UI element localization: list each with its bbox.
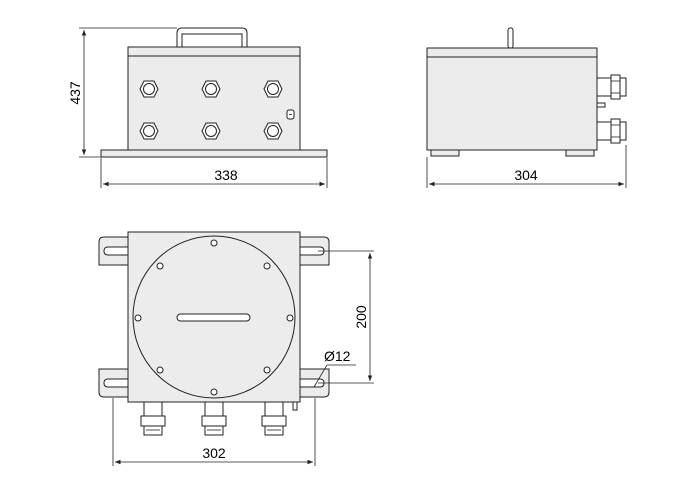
side-view: 304 bbox=[426, 27, 627, 188]
plan-ground-stud bbox=[292, 401, 298, 411]
mounting-ear-top-right bbox=[299, 236, 330, 266]
front-base-plate bbox=[100, 149, 328, 158]
side-enclosure-body bbox=[426, 56, 598, 151]
mounting-ear-top-left bbox=[98, 236, 129, 266]
front-lid bbox=[127, 46, 301, 57]
plan-cable-gland-right bbox=[261, 401, 287, 436]
side-lid bbox=[426, 47, 598, 58]
side-width-dimension: 304 bbox=[426, 145, 627, 188]
front-width-dimension: 338 bbox=[100, 158, 328, 188]
dim-front-height: 437 bbox=[67, 81, 83, 105]
dim-mount-spacing: 200 bbox=[353, 305, 369, 329]
hole-diameter-callout: Ø12 bbox=[313, 348, 356, 388]
cable-gland-top-center bbox=[201, 80, 221, 98]
dim-plan-width: 302 bbox=[202, 445, 226, 461]
plan-view: 200 Ø12 302 bbox=[98, 231, 374, 466]
side-foot-right bbox=[565, 149, 595, 157]
side-cable-gland-upper bbox=[596, 74, 627, 100]
cable-gland-top-right bbox=[263, 80, 283, 98]
cable-gland-bottom-center bbox=[201, 122, 221, 140]
ground-stud-icon bbox=[286, 109, 295, 120]
plan-cable-gland-center bbox=[201, 401, 227, 436]
cable-gland-bottom-left bbox=[139, 122, 159, 140]
cable-gland-bottom-right bbox=[263, 122, 283, 140]
side-ground-stud bbox=[596, 102, 606, 108]
cable-gland-top-left bbox=[139, 80, 159, 98]
cover-screws bbox=[134, 239, 294, 396]
cover-handle-slot bbox=[176, 313, 251, 322]
dim-side-width: 304 bbox=[514, 167, 538, 183]
mounting-ear-bottom-left bbox=[98, 368, 129, 398]
mount-spacing-dimension: 200 bbox=[318, 250, 374, 384]
front-height-dimension: 437 bbox=[67, 27, 177, 158]
side-cable-gland-lower bbox=[596, 118, 627, 144]
plan-width-dimension: 302 bbox=[112, 398, 316, 466]
plan-cable-gland-left bbox=[140, 401, 166, 436]
front-view: 437 338 bbox=[67, 27, 328, 188]
side-foot-left bbox=[430, 149, 460, 157]
dim-front-width: 338 bbox=[214, 167, 238, 183]
side-handle-rod bbox=[507, 27, 514, 49]
dim-hole-diameter: Ø12 bbox=[324, 348, 351, 364]
mounting-ear-bottom-right bbox=[299, 368, 330, 398]
